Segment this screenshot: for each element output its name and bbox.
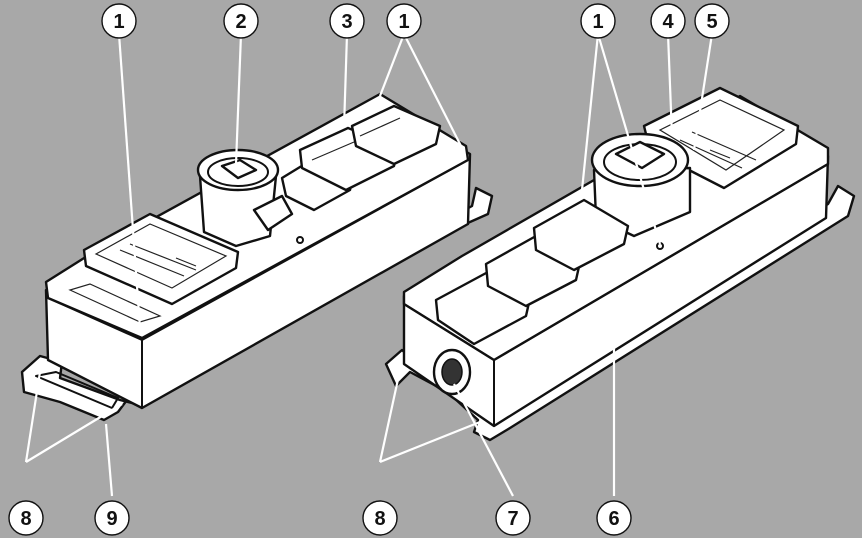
left-distribution-box [20,92,494,422]
left-cee-socket [196,148,294,248]
callout-label: 1 [398,11,409,33]
left-hinged-cover [82,212,240,306]
callout-label: 9 [106,508,117,530]
left-mounting-flange [20,186,494,422]
callout-label: 8 [374,508,385,530]
callout-3: 3 [329,3,365,39]
callout-label: 6 [608,508,619,530]
callout-9: 9 [94,500,130,536]
callout-7: 7 [495,500,531,536]
callout-label: 3 [341,11,352,33]
left-carry-handle [35,371,119,409]
leader-lines [24,33,714,497]
callout-label: 8 [20,508,31,530]
callout-1-left-b: 1 [386,3,422,39]
right-distribution-box [384,86,856,442]
callout-label: 5 [706,11,717,33]
callout-label: 7 [507,508,518,530]
callout-label: 1 [113,11,124,33]
callout-label: 2 [235,11,246,33]
left-socket-covers [280,104,442,212]
right-cable-gland [432,348,472,396]
callout-label: 4 [662,11,674,33]
callout-8-left: 8 [8,500,44,536]
callout-1-left-a: 1 [101,3,137,39]
callout-2: 2 [223,3,259,39]
callout-5: 5 [694,3,730,39]
callout-1-right: 1 [580,3,616,39]
right-socket-covers [434,198,630,346]
callout-8-right: 8 [362,500,398,536]
callout-label: 1 [592,11,603,33]
callout-4: 4 [650,3,686,39]
callout-6: 6 [596,500,632,536]
